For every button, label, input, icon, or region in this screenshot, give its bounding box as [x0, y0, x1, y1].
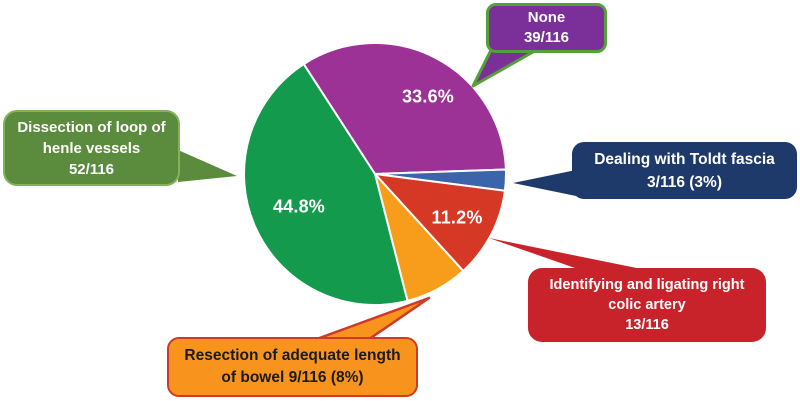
- pie-slice-henle: [243, 63, 409, 306]
- callout-toldt-line-2: 3/116 (3%): [647, 173, 722, 191]
- callout-tails: [178, 46, 656, 346]
- callout-tail-none: [471, 46, 542, 88]
- callout-bowel-resection: Resection of adequate length of bowel 9/…: [167, 337, 418, 397]
- callout-bowel-line-1: Resection of adequate length: [184, 347, 401, 364]
- callout-toldt-fascia: Dealing with Toldt fascia 3/116 (3%): [572, 142, 797, 199]
- callout-colic-line-1: Identifying and ligating right: [549, 277, 745, 293]
- callout-henle-line-3: 52/116: [68, 160, 115, 178]
- callout-tail-toldt: [513, 170, 576, 196]
- callout-henle-line-1: Dissection of loop of: [17, 118, 166, 136]
- callout-colic-artery: Identifying and ligating right colic art…: [528, 268, 766, 342]
- callout-none-line-2: 39/116: [523, 29, 570, 46]
- callout-henle-line-2: henle vessels: [42, 139, 141, 157]
- callout-tail-henle: [178, 150, 237, 182]
- callout-colic-line-3: 13/116: [625, 317, 669, 333]
- callout-none-line-1: None: [527, 9, 566, 26]
- callout-bowel-line-2: of bowel 9/116 (8%): [221, 369, 364, 386]
- callout-dissection-henle: Dissection of loop of henle vessels 52/1…: [3, 110, 180, 186]
- callout-colic-line-2: colic artery: [608, 297, 686, 313]
- pie-value-label-colic: 11.2%: [431, 207, 483, 228]
- pie-value-label-henle: 44.8%: [272, 196, 326, 217]
- pie-slice-colic: [374, 173, 506, 272]
- pie-value-label-none: 33.6%: [401, 86, 455, 107]
- callout-toldt-line-1: Dealing with Toldt fascia: [594, 150, 775, 168]
- callout-none: None 39/116: [486, 3, 607, 53]
- callout-tail-colic: [489, 238, 656, 276]
- pie-slices: [243, 42, 507, 306]
